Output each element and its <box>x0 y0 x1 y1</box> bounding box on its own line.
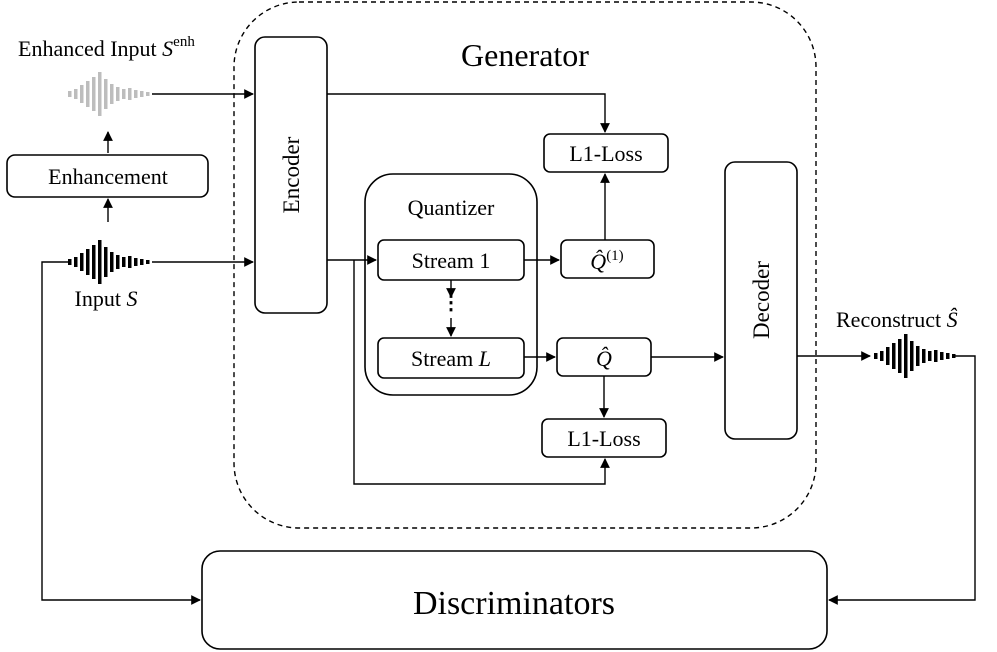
waveform-bar <box>146 260 150 264</box>
waveform-bar <box>910 341 914 371</box>
waveform-bar <box>140 259 144 265</box>
generator-region <box>233 1 817 529</box>
waveform-bar <box>116 87 120 101</box>
l1-loss-top-label: L1-Loss <box>569 141 642 166</box>
waveform-bar <box>74 257 78 267</box>
waveform-bar <box>98 72 102 116</box>
waveform-bar <box>122 257 126 267</box>
waveform-bar <box>98 240 102 284</box>
waveform-bar <box>140 91 144 97</box>
waveform-bar <box>80 85 84 103</box>
waveform-bar <box>104 79 108 109</box>
decoder-label: Decoder <box>749 261 774 339</box>
waveform-bar <box>134 258 138 266</box>
waveform-bar <box>122 89 126 99</box>
quantizer-title: Quantizer <box>408 195 495 220</box>
waveform-bar <box>880 351 884 361</box>
input-waveform-icon <box>68 240 150 284</box>
waveform-bar <box>874 353 878 359</box>
waveform-bar <box>92 245 96 279</box>
waveform-bar <box>946 353 950 359</box>
waveform-bar <box>74 89 78 99</box>
waveform-bar <box>146 92 150 96</box>
waveform-bar <box>898 339 902 373</box>
waveform-bar <box>904 334 908 378</box>
waveform-bar <box>68 91 72 97</box>
waveform-bar <box>892 343 896 369</box>
l1-loss-bottom-label: L1-Loss <box>567 426 640 451</box>
stream-L-box[interactable] <box>377 337 525 379</box>
stream-1-label: Stream 1 <box>412 248 491 273</box>
waveform-bar <box>92 77 96 111</box>
decoder-box <box>724 161 798 440</box>
waveform-bar <box>952 354 956 358</box>
l1-loss-top-box <box>543 133 669 173</box>
waveform-bar <box>934 350 938 362</box>
waveform-bar <box>940 352 944 360</box>
waveform-bar <box>134 90 138 98</box>
enhanced-waveform-icon <box>68 72 150 116</box>
waveform-bar <box>128 88 132 100</box>
waveform-bar <box>110 252 114 272</box>
enhanced-input-label: Enhanced Input Senh <box>18 34 195 61</box>
q-first-label: Q̂(1) <box>590 248 623 274</box>
input-label: Input S <box>75 286 138 311</box>
waveform-bar <box>922 349 926 363</box>
waveform-bar <box>104 247 108 277</box>
encoder-box <box>254 36 328 314</box>
waveform-bar <box>86 81 90 107</box>
stream-L-label: Stream L <box>411 346 491 371</box>
waveform-bar <box>116 255 120 269</box>
generator-title: Generator <box>461 37 589 73</box>
l1-loss-bottom-box <box>541 418 667 458</box>
reconstruct-label: Reconstruct Ŝ <box>836 307 958 332</box>
encoder-label: Encoder <box>279 136 304 213</box>
q-hat-label: Q̂ <box>596 346 612 371</box>
connector-wires <box>41 89 976 605</box>
enhancement-label: Enhancement <box>48 164 168 189</box>
enhancement-box <box>6 154 209 198</box>
waveform-bar <box>86 249 90 275</box>
waveform-bar <box>128 256 132 268</box>
waveform-bar <box>916 346 920 366</box>
discriminators-box <box>201 550 828 650</box>
waveform-bar <box>110 84 114 104</box>
reconstruct-waveform-icon <box>874 334 956 378</box>
discriminators-label: Discriminators <box>413 585 615 622</box>
stream-ellipsis: ⋮ <box>441 292 461 314</box>
waveform-bar <box>68 259 72 265</box>
waveform-bar <box>886 347 890 365</box>
waveform-bar <box>928 351 932 361</box>
q-first-box <box>560 239 655 279</box>
waveform-bar <box>80 253 84 271</box>
